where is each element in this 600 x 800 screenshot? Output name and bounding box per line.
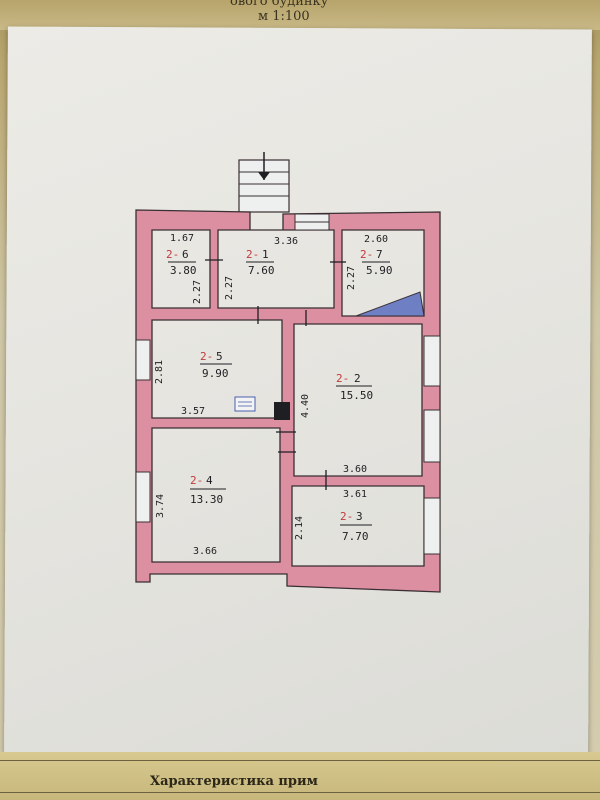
room-4-area: 13.30	[190, 493, 223, 506]
dimension-label: 3.74	[155, 494, 166, 518]
room-3-prefix: 2-	[340, 510, 353, 523]
boiler-icon	[234, 396, 256, 412]
stove-icon	[274, 402, 290, 420]
dimension-label: 1.67	[170, 233, 194, 244]
footer-rule	[0, 792, 600, 793]
room-2-number: 2	[354, 372, 361, 385]
room-5-number: 5	[216, 350, 223, 363]
attic-stair	[355, 291, 425, 317]
room-6-prefix: 2-	[166, 248, 179, 261]
dimension-label: 3.57	[181, 406, 205, 417]
room-1-prefix: 2-	[246, 248, 259, 261]
room-2-area: 15.50	[340, 389, 373, 402]
dimension-label: 2.27	[192, 280, 203, 304]
room-6-number: 6	[182, 248, 189, 261]
header-strip	[0, 0, 600, 30]
dimension-label: 2.81	[154, 360, 165, 384]
dimension-label: 3.60	[343, 464, 367, 475]
entrance-stairs	[238, 152, 290, 213]
room-3-area: 7.70	[342, 530, 369, 543]
footer-title: Характеристика прим	[150, 774, 318, 789]
room-3-number: 3	[356, 510, 363, 523]
footer-rule	[0, 760, 600, 761]
room-4-prefix: 2-	[190, 474, 203, 487]
room-6-area: 3.80	[170, 264, 197, 277]
windows	[135, 213, 441, 555]
dimension-label: 3.61	[343, 489, 367, 500]
scale-label: м 1:100	[258, 9, 310, 24]
room-4-number: 4	[206, 474, 213, 487]
dimension-label: 2.27	[346, 266, 357, 290]
dimension-label: 3.36	[274, 236, 298, 247]
dimension-label: 2.27	[224, 276, 235, 300]
room-7-area: 5.90	[366, 264, 393, 277]
dimension-label: 3.66	[193, 546, 217, 557]
door-marks	[205, 259, 346, 490]
room-7-number: 7	[376, 248, 383, 261]
room-5-prefix: 2-	[200, 350, 213, 363]
dimension-label: 4.40	[300, 394, 311, 418]
room-1-area: 7.60	[248, 264, 275, 277]
entrance-arrow-icon	[258, 172, 270, 180]
dimension-label: 2.60	[364, 234, 388, 245]
header-title: ового будинку	[230, 0, 329, 9]
dimension-label: 2.14	[294, 516, 305, 540]
room-5-area: 9.90	[202, 367, 229, 380]
room-2-prefix: 2-	[336, 372, 349, 385]
room-7-prefix: 2-	[360, 248, 373, 261]
room-1-number: 1	[262, 248, 269, 261]
